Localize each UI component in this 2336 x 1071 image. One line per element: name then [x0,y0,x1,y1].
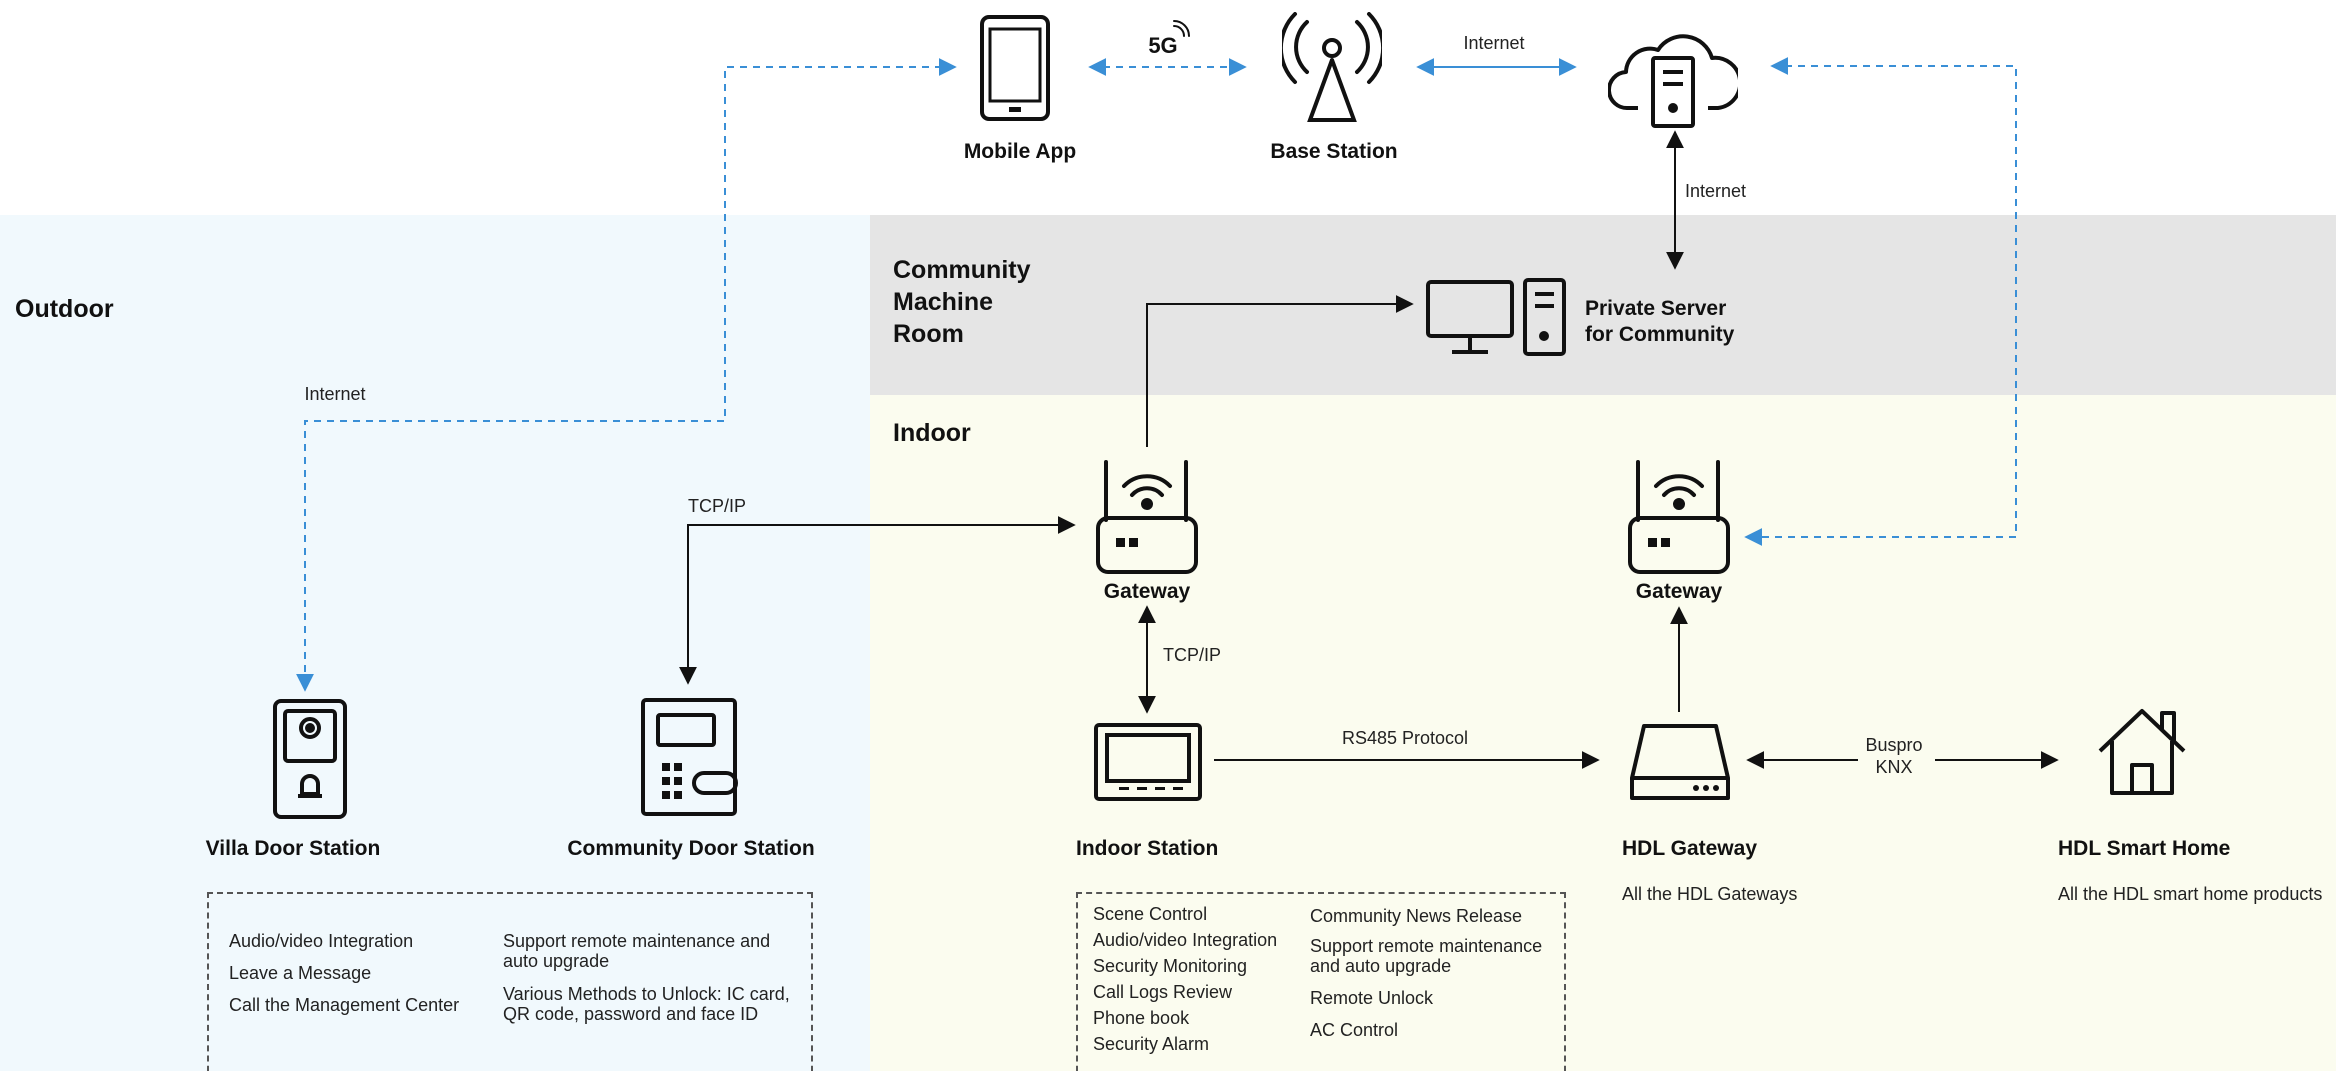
private-server-label: Private Server for Community [1585,297,1735,346]
base-station-label: Base Station [1270,140,1398,163]
mobile-phone-icon [980,15,1050,121]
link-cloud-gateway-right [1744,57,2017,546]
feature-item: Community News Release [1310,906,1523,926]
gateway-right-label: Gateway [1635,580,1723,603]
indoor-station-label: Indoor Station [1076,837,1219,860]
tcpip-label-gateway: TCP/IP [1163,645,1222,665]
feature-item: Call the Management Center [229,995,460,1015]
cloud-server-icon [1608,34,1738,128]
door-station-icon [273,699,347,819]
feature-item: Audio/video Integration [229,931,414,951]
hdl-gateway-label: HDL Gateway [1622,837,1757,860]
machine-room-zone [870,215,2336,395]
indoor-features-col1: Scene Control Audio/video Integration Se… [1093,904,1277,1054]
feature-item: Leave a Message [229,963,372,983]
router-icon [1628,460,1730,574]
feature-item: Audio/video Integration [1093,930,1278,950]
feature-item: Phone book [1093,1008,1190,1028]
feature-item: Security Monitoring [1093,956,1248,976]
internet-label-top: Internet [1463,33,1525,53]
indoor-monitor-icon [1094,723,1202,801]
villa-door-station-label: Villa Door Station [205,837,381,860]
outdoor-features-col2: Support remote maintenance and auto upgr… [503,931,790,1024]
hdl-smart-home-description: All the HDL smart home products [2058,884,2323,904]
feature-item: Support remote maintenance and auto upgr… [1310,936,1543,976]
rs485-label: RS485 Protocol [1341,728,1469,748]
feature-item: Support remote maintenance and auto upgr… [503,931,771,971]
feature-item: Call Logs Review [1093,982,1233,1002]
keypad-door-station-icon [641,698,738,816]
indoor-features-col2: Community News Release Support remote ma… [1310,906,1542,1040]
gateway-left-label: Gateway [1103,580,1191,603]
feature-item: AC Control [1310,1020,1399,1040]
buspro-knx-label: Buspro KNX [1865,735,1923,777]
outdoor-zone-title: Outdoor [15,295,114,323]
wireless-signal-icon [1173,20,1190,37]
hdl-gateway-description: All the HDL Gateways [1622,884,1798,904]
link-mobile-villa-door [296,58,957,692]
link-gateway-community-door [679,516,1076,685]
mobile-app-label: Mobile App [963,140,1077,163]
outdoor-features-col1: Audio/video Integration Leave a Message … [229,931,459,1015]
internet-label-cloud: Internet [1685,181,1747,201]
hdl-gateway-box-icon [1630,724,1730,800]
tcpip-label-left: TCP/IP [687,496,747,516]
internet-label-left: Internet [304,384,366,404]
feature-item: Security Alarm [1093,1034,1210,1054]
house-icon [2098,709,2186,795]
feature-item: Various Methods to Unlock: IC card, QR c… [503,984,790,1024]
community-door-station-label: Community Door Station [567,837,815,860]
outdoor-features-box [207,892,813,1071]
router-icon [1096,460,1198,574]
five-g-label: 5G [1148,33,1178,58]
link-gateway-private-server [1146,295,1414,447]
feature-item: Scene Control [1093,904,1208,924]
cell-tower-icon [1282,12,1382,122]
desktop-computer-icon [1426,278,1566,356]
indoor-features-box [1076,892,1566,1071]
hdl-smart-home-label: HDL Smart Home [2058,837,2231,860]
feature-item: Remote Unlock [1310,988,1434,1008]
